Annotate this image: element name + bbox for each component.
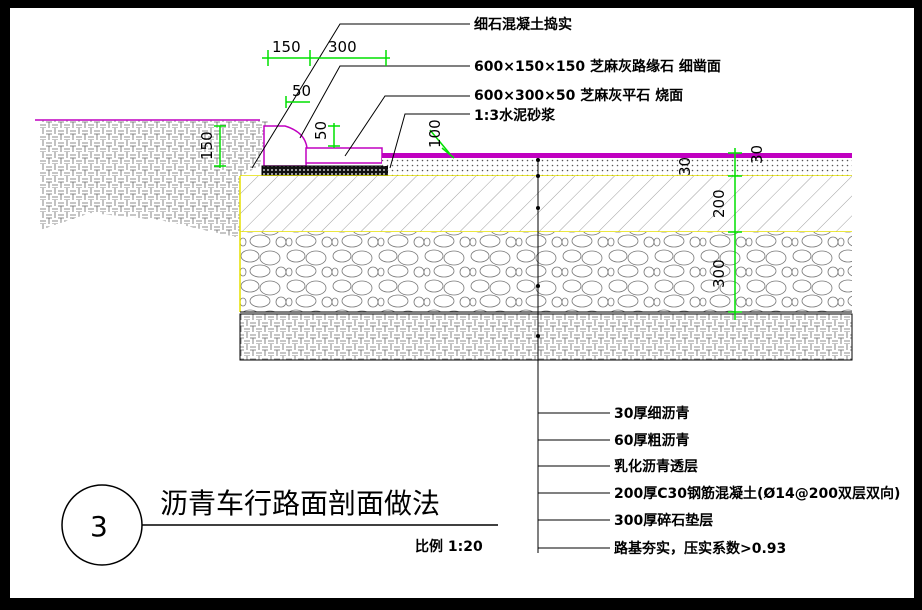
dim-300-top: 300: [328, 38, 357, 56]
drawing-scale: 比例 1:20: [415, 538, 483, 555]
section-drawing: 30厚细沥青 60厚粗沥青 乳化沥青透层 200厚C30钢筋混凝土(Ø14@20…: [35, 16, 900, 566]
drawing-sheet: 30厚细沥青 60厚粗沥青 乳化沥青透层 200厚C30钢筋混凝土(Ø14@20…: [10, 8, 914, 598]
flat-stone: [305, 147, 383, 164]
callout-gravel: 300厚碎石垫层: [614, 512, 713, 529]
concrete-layer: [240, 176, 852, 232]
callout-concrete: 200厚C30钢筋混凝土(Ø14@200双层双向): [614, 485, 900, 502]
soil-left: [40, 120, 268, 238]
dim-200: 200: [710, 189, 728, 218]
dimension-lines: [214, 50, 742, 320]
drawing-title: 沥青车行路面剖面做法: [160, 487, 440, 520]
detail-number: 3: [90, 510, 108, 543]
dim-150-top: 150: [272, 38, 301, 56]
callout-30-fine: 30厚细沥青: [614, 405, 689, 422]
callout-prime: 乳化沥青透层: [614, 458, 698, 475]
dim-300-side: 300: [710, 259, 728, 288]
coarse-asphalt: [388, 166, 852, 176]
top-callouts: 细石混凝土捣实 600×150×150 芝麻灰路缘石 细凿面 600×300×5…: [251, 16, 721, 169]
callout-flat-stone: 600×300×50 芝麻灰平石 烧面: [474, 87, 683, 104]
callout-60-coarse: 60厚粗沥青: [614, 432, 689, 449]
dim-100: 100: [426, 119, 444, 148]
mortar-bed: [261, 165, 389, 177]
dim-30-b: 30: [748, 145, 766, 164]
dim-50-top: 50: [292, 82, 311, 100]
dim-30-a: 30: [676, 157, 694, 176]
gravel-layer: [240, 232, 852, 312]
bottom-callouts: 30厚细沥青 60厚粗沥青 乳化沥青透层 200厚C30钢筋混凝土(Ø14@20…: [538, 405, 900, 557]
curb-stone: [263, 125, 308, 167]
subgrade-layer: [239, 313, 853, 361]
callout-curb: 600×150×150 芝麻灰路缘石 细凿面: [474, 58, 721, 75]
callout-mortar: 1:3水泥砂浆: [474, 107, 556, 124]
dim-150-left: 150: [198, 131, 216, 160]
callout-fine-concrete: 细石混凝土捣实: [474, 16, 572, 33]
fine-asphalt-top: [382, 153, 852, 158]
fine-asphalt: [382, 158, 852, 166]
callout-subgrade: 路基夯实，压实系数>0.93: [614, 540, 786, 557]
dim-50-mid: 50: [312, 121, 330, 140]
